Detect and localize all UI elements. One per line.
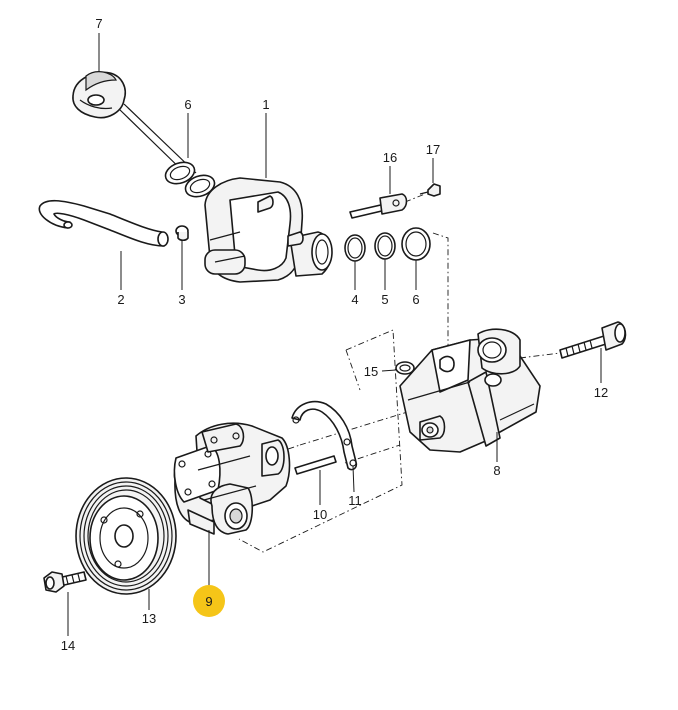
part-9-pump bbox=[173, 422, 291, 535]
callout-8[interactable]: 8 bbox=[493, 463, 500, 478]
leader-lines bbox=[67, 33, 602, 636]
callout-6-bottom[interactable]: 6 bbox=[412, 292, 419, 307]
callout-3[interactable]: 3 bbox=[178, 292, 185, 307]
callout-1[interactable]: 1 bbox=[262, 97, 269, 112]
part-16-pin bbox=[349, 193, 408, 219]
part-12-long-bolt bbox=[559, 321, 627, 359]
callout-labels: 7 6 1 16 17 2 3 4 5 6 15 12 8 11 10 9 13… bbox=[61, 16, 608, 653]
callout-14[interactable]: 14 bbox=[61, 638, 75, 653]
callout-9[interactable]: 9 bbox=[205, 594, 212, 609]
part-6-neck-rings bbox=[164, 161, 216, 198]
highlight-badge-9[interactable] bbox=[193, 585, 225, 617]
part-7-filler-cap bbox=[72, 71, 197, 179]
callout-15[interactable]: 15 bbox=[364, 364, 378, 379]
callout-17[interactable]: 17 bbox=[426, 142, 440, 157]
part-15-o-ring bbox=[395, 361, 415, 375]
part-2-hose bbox=[38, 199, 169, 247]
callout-12[interactable]: 12 bbox=[594, 385, 608, 400]
part-14-bolt bbox=[43, 571, 87, 593]
part-3-plug bbox=[175, 225, 189, 242]
callout-5[interactable]: 5 bbox=[381, 292, 388, 307]
part-1-reservoir bbox=[204, 177, 333, 283]
callout-6-top[interactable]: 6 bbox=[184, 97, 191, 112]
part-13-pulley bbox=[75, 477, 177, 595]
part-10-pin bbox=[294, 455, 337, 475]
callout-4[interactable]: 4 bbox=[351, 292, 358, 307]
callout-7[interactable]: 7 bbox=[95, 16, 102, 31]
callout-2[interactable]: 2 bbox=[117, 292, 124, 307]
part-17-bolt bbox=[419, 183, 441, 197]
o-rings-row bbox=[344, 227, 431, 262]
callout-11[interactable]: 11 bbox=[348, 493, 362, 508]
callout-16[interactable]: 16 bbox=[383, 150, 397, 165]
callout-13[interactable]: 13 bbox=[142, 611, 156, 626]
part-8-bracket bbox=[399, 328, 541, 453]
callout-10[interactable]: 10 bbox=[313, 507, 327, 522]
